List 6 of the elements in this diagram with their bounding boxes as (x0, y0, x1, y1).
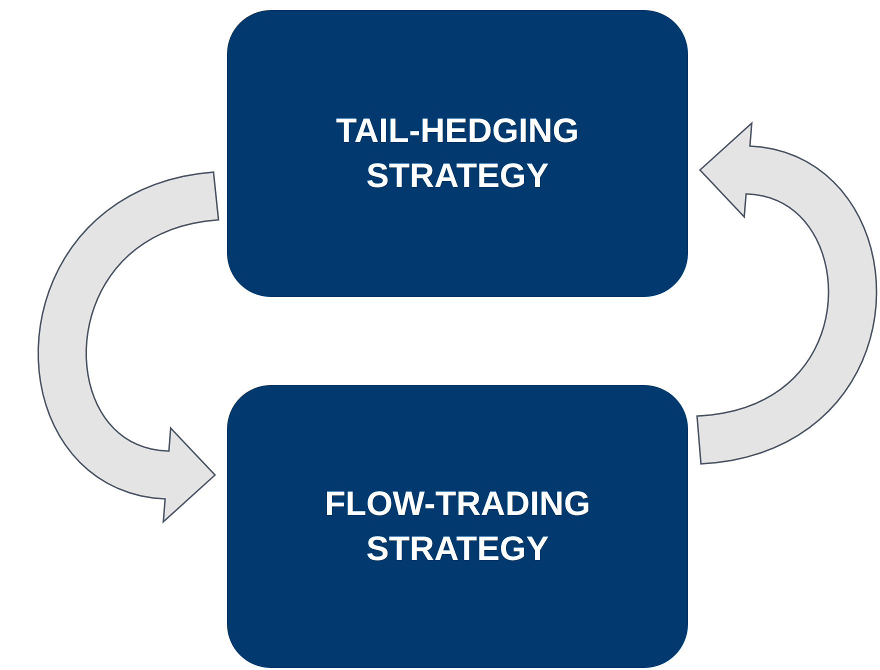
curved-arrow (38, 171, 220, 524)
box-label: TAIL-HEDGING STRATEGY (334, 111, 580, 196)
box-label: FLOW-TRADING STRATEGY (324, 484, 592, 570)
curved-arrow (696, 121, 878, 465)
rounded-box (227, 10, 688, 297)
rounded-box (227, 385, 688, 668)
